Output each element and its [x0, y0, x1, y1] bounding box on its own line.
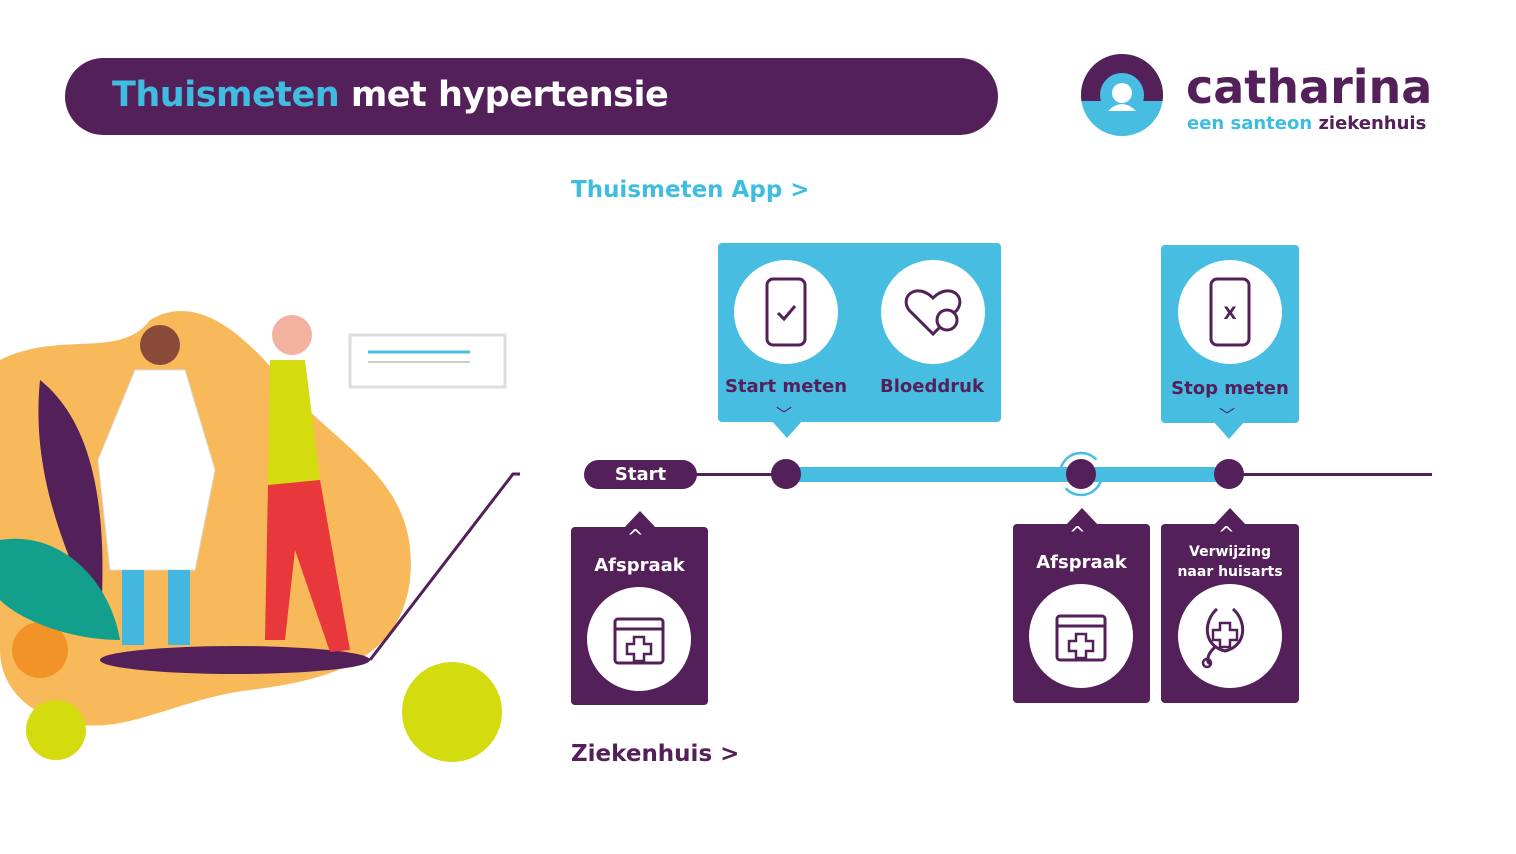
calendar-plus-icon	[1029, 584, 1133, 688]
title-banner: Thuismeten met hypertensie	[65, 58, 998, 135]
logo-sub-highlight: een santeon	[1187, 113, 1313, 134]
timeline-dot	[1066, 459, 1096, 489]
afspraak-label: Afspraak	[1036, 552, 1127, 573]
page-title: Thuismeten met hypertensie	[112, 75, 669, 115]
app-section-link[interactable]: Thuismeten App >	[571, 177, 810, 203]
afspraak-label: Afspraak	[594, 555, 685, 576]
title-rest: met hypertensie	[339, 75, 669, 115]
huisarts-label: naar huisarts	[1177, 564, 1283, 580]
phone-x-icon: X	[1178, 260, 1282, 364]
start-pill: Start	[584, 460, 697, 489]
chevron-up-icon: ^	[627, 525, 644, 549]
title-highlight: Thuismeten	[112, 75, 340, 115]
verwijzing-label: Verwijzing	[1189, 544, 1271, 560]
calendar-plus-icon	[587, 587, 691, 691]
logo-subtitle: een santeon ziekenhuis	[1187, 113, 1426, 134]
afspraak-box: ^ Afspraak	[1013, 522, 1150, 703]
measuring-period-bar	[786, 467, 1229, 482]
logo-name: catharina	[1186, 60, 1433, 114]
logo-sub-rest: ziekenhuis	[1312, 113, 1427, 134]
heart-gauge-icon	[881, 260, 985, 364]
verwijzing-box: ^ Verwijzing naar huisarts	[1161, 522, 1299, 703]
pointer	[1213, 421, 1245, 439]
stop-meten-label: Stop meten	[1171, 378, 1289, 399]
afspraak-box: ^ Afspraak	[571, 525, 708, 705]
people-illustration	[0, 310, 520, 762]
chevron-down-icon: ﹀	[1219, 406, 1236, 425]
timeline-dot	[1214, 459, 1244, 489]
svg-text:X: X	[1223, 304, 1236, 324]
timeline-dot	[771, 459, 801, 489]
pointer	[623, 511, 657, 529]
pointer	[1213, 508, 1247, 526]
start-meten-label: Start meten	[724, 376, 848, 397]
chevron-down-icon: ﹀	[776, 405, 793, 424]
stethoscope-icon	[1178, 584, 1282, 688]
pointer	[1065, 508, 1099, 526]
pointer	[771, 420, 803, 438]
chevron-up-icon: ^	[1218, 522, 1235, 546]
catharina-logo-icon	[1081, 54, 1163, 136]
chevron-up-icon: ^	[1069, 522, 1086, 546]
phone-check-icon	[734, 260, 838, 364]
stop-step-box: X Stop meten ﹀	[1161, 245, 1299, 425]
app-steps-box: Start meten Bloeddruk ﹀	[718, 243, 1001, 424]
bloeddruk-label: Bloeddruk	[880, 376, 984, 397]
repeat-icon	[1058, 451, 1104, 497]
hospital-section-link[interactable]: Ziekenhuis >	[571, 741, 740, 767]
